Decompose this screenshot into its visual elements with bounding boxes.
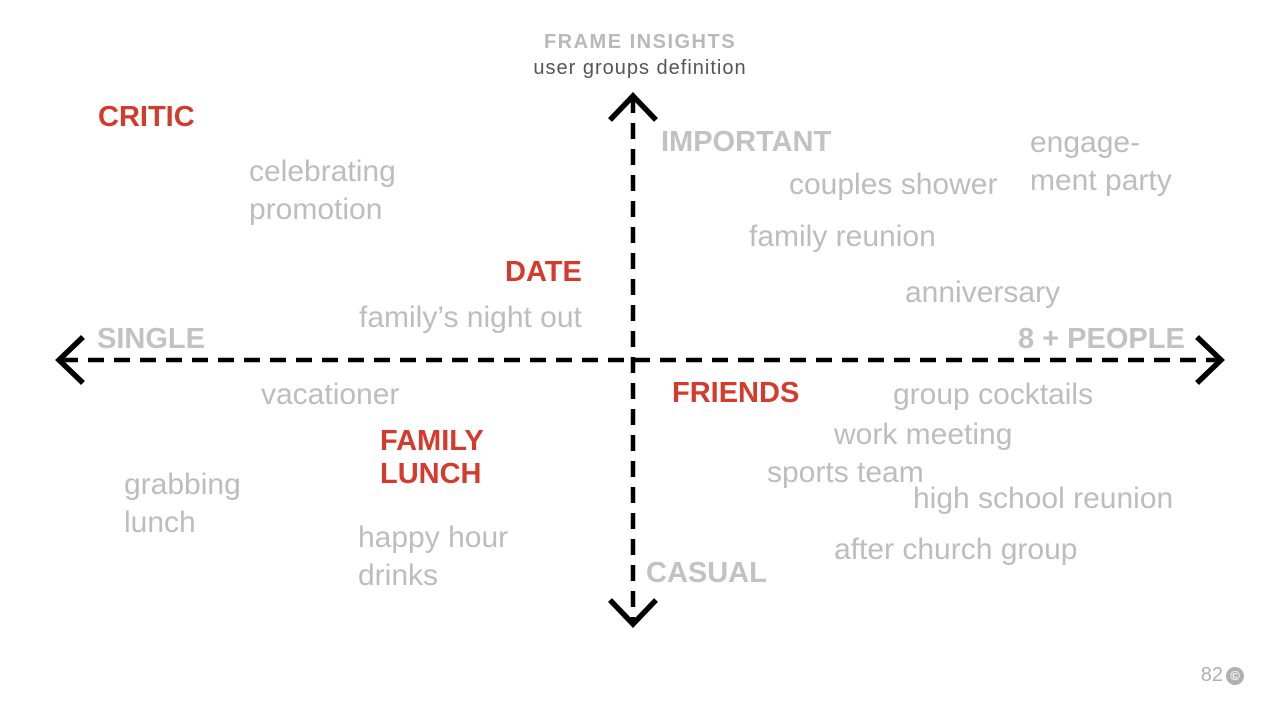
arrow-left-icon <box>55 335 85 385</box>
occasion-engagement-party: engage- ment party <box>1030 126 1172 198</box>
arrow-right-icon <box>1195 335 1225 385</box>
axis-label-8-plus-people: 8 + PEOPLE <box>1018 323 1185 355</box>
occasion-familys-night-out: family’s night out <box>359 301 582 334</box>
occasion-family-reunion: family reunion <box>749 220 936 253</box>
arrow-down-icon <box>608 598 658 628</box>
occasion-happy-hour-drinks: happy hour drinks <box>358 521 509 593</box>
page-number: 82 <box>1200 664 1223 686</box>
axis-label-casual: CASUAL <box>646 557 767 589</box>
group-label-date: DATE <box>505 256 582 288</box>
occasion-vacationer: vacationer <box>261 378 400 411</box>
slide-header: FRAME INSIGHTS user groups definition <box>0 32 1280 78</box>
slide-subtitle: user groups definition <box>533 57 747 79</box>
occasion-sports-team: sports team <box>767 456 924 489</box>
occasion-group-cocktails: group cocktails <box>893 378 1094 411</box>
occasion-grabbing-lunch: grabbing lunch <box>124 468 241 540</box>
occasion-work-meeting: work meeting <box>834 418 1013 451</box>
arrow-up-icon <box>608 92 658 122</box>
occasion-high-school-reunion: high school reunion <box>913 482 1174 515</box>
axis-label-single: SINGLE <box>97 323 205 355</box>
axis-label-important: IMPORTANT <box>661 126 832 158</box>
group-label-critic: CRITIC <box>98 101 195 133</box>
slide-footer: 82 © <box>1201 664 1244 687</box>
slide-title: FRAME INSIGHTS <box>543 31 737 53</box>
copyright-icon: © <box>1226 666 1244 685</box>
occasion-anniversary: anniversary <box>905 276 1061 309</box>
group-label-friends: FRIENDS <box>672 377 800 409</box>
occasion-couples-shower: couples shower <box>789 168 998 201</box>
occasion-celebrating-promotion: celebrating promotion <box>249 155 396 227</box>
group-label-family-lunch: FAMILY LUNCH <box>380 425 484 491</box>
occasion-after-church-group: after church group <box>834 533 1078 566</box>
